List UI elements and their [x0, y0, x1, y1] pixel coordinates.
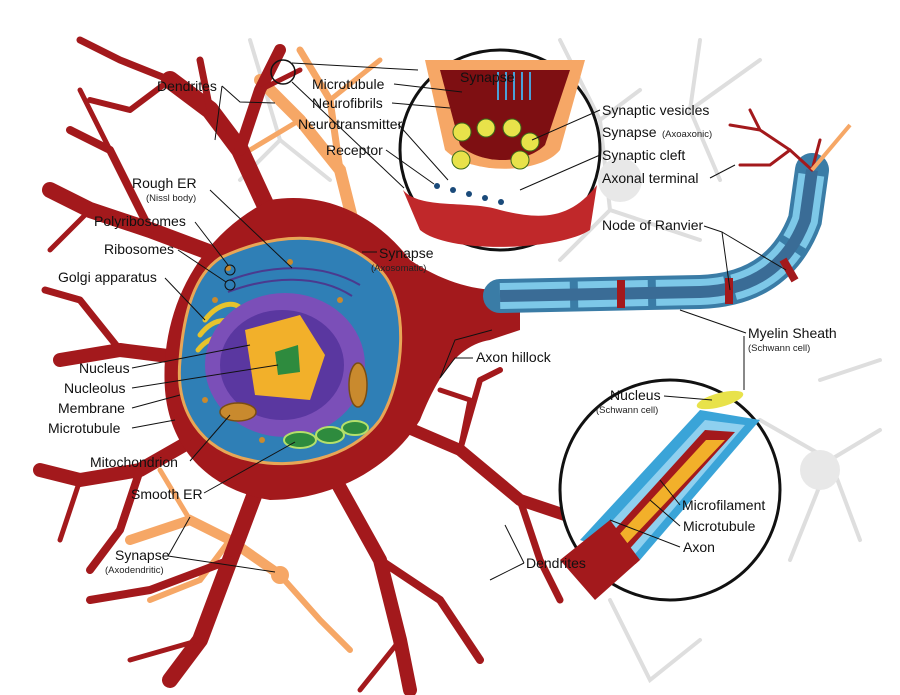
background-neurons [238, 38, 882, 684]
label-axon: Axon [683, 539, 715, 555]
nodes-of-ranvier [617, 257, 799, 308]
label-microfilament: Microfilament [682, 497, 765, 513]
label-synapse-axodendritic-sub: (Axodendritic) [105, 565, 164, 576]
presynaptic-axons [125, 46, 383, 653]
axon-terminal-branches [728, 108, 822, 172]
label-ribosomes: Ribosomes [104, 241, 174, 257]
label-neurotransmitter: Neurotransmitter [298, 116, 403, 132]
label-myelin-sheath-sub: (Schwann cell) [748, 343, 810, 354]
label-synapse-axoaxonic-sub: (Axoaxonic) [662, 129, 712, 140]
label-synaptic-cleft: Synaptic cleft [602, 147, 685, 163]
label-axonal-terminal: Axonal terminal [602, 170, 699, 186]
label-smooth-er: Smooth ER [131, 486, 203, 502]
label-synaptic-vesicles: Synaptic vesicles [602, 102, 709, 118]
polyribosome-marker [224, 264, 236, 276]
axon-inset [558, 378, 782, 602]
synapse-inset [398, 48, 602, 252]
label-mitochondrion: Mitochondrion [90, 454, 178, 470]
dendrite-branches [33, 36, 586, 695]
label-microtubule-soma: Microtubule [48, 420, 121, 436]
smooth-er [283, 420, 369, 449]
ribosome-marker [224, 279, 236, 291]
axon-terminal-extension [810, 123, 852, 172]
label-synapse-inset: Synapse [460, 69, 515, 85]
label-receptor: Receptor [326, 142, 383, 158]
label-node-of-ranvier: Node of Ranvier [602, 217, 704, 233]
label-nucleus-schwann-sub: (Schwann cell) [596, 405, 658, 416]
label-rough-er: Rough ER [132, 175, 197, 191]
nucleolus-shape [275, 345, 300, 375]
label-axon-hillock: Axon hillock [476, 349, 552, 365]
label-polyribosomes: Polyribosomes [94, 213, 186, 229]
label-synapse-axodendritic: Synapse [115, 547, 170, 563]
label-membrane: Membrane [58, 400, 125, 416]
label-synapse-axosomatic: Synapse [379, 245, 434, 261]
label-nucleus-schwann: Nucleus [610, 387, 661, 403]
label-golgi: Golgi apparatus [58, 269, 157, 285]
label-neurofibrils: Neurofibrils [312, 95, 383, 111]
label-microtubule-axon: Microtubule [683, 518, 756, 534]
label-layer: Dendrites Rough ER (Nissl body) Polyribo… [48, 69, 837, 581]
label-rough-er-sub: (Nissl body) [146, 193, 196, 204]
label-myelin-sheath: Myelin Sheath [748, 325, 837, 341]
label-synapse-axoaxonic: Synapse [602, 124, 657, 140]
axon [483, 153, 829, 313]
ribosomes [202, 259, 343, 443]
label-microtubule-top: Microtubule [312, 76, 385, 92]
zoom-source-marker [270, 59, 296, 85]
label-nucleolus: Nucleolus [64, 380, 125, 396]
label-dendrites-top: Dendrites [157, 78, 217, 94]
axodendritic-bouton [271, 566, 289, 584]
label-synapse-axosomatic-sub: (Axosomatic) [371, 263, 426, 274]
label-nucleus: Nucleus [79, 360, 130, 376]
label-dendrites-bottom: Dendrites [526, 555, 586, 571]
rough-er [227, 267, 361, 297]
